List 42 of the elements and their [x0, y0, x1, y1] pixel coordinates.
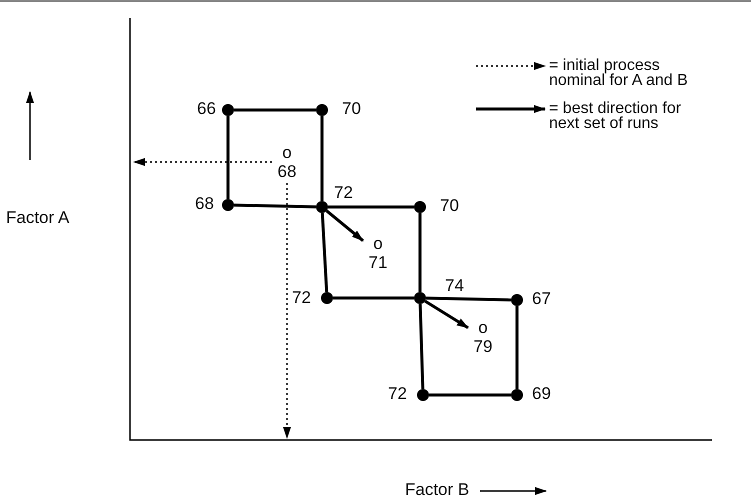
legend-text: = initial process nominal for A and B — [549, 58, 689, 88]
center-point-label: o 79 — [470, 318, 496, 356]
data-point — [511, 389, 523, 401]
legend-text: = best direction for next set of runs — [549, 101, 682, 131]
center-point-label: o 68 — [274, 143, 300, 181]
data-point — [414, 292, 426, 304]
value-label: 69 — [532, 384, 551, 404]
dotted-arrow — [283, 183, 291, 439]
connector-line — [226, 116, 230, 199]
value-label: 70 — [342, 99, 361, 119]
axis-label: Factor A — [6, 208, 70, 228]
value-label: 72 — [388, 384, 407, 404]
arrow — [424, 300, 469, 329]
value-label: 72 — [334, 183, 353, 203]
arrow — [326, 210, 364, 242]
connector-line — [320, 116, 324, 201]
value-label: 74 — [445, 276, 464, 296]
value-label: 67 — [532, 289, 551, 309]
data-point — [316, 201, 328, 213]
connector-line — [429, 394, 511, 396]
connector-line — [418, 304, 424, 390]
value-label: 66 — [197, 99, 216, 119]
connector-line — [328, 206, 414, 208]
axis-label: Factor B — [405, 480, 470, 500]
value-label: 68 — [195, 194, 214, 214]
connector-line — [426, 296, 512, 302]
data-point — [222, 104, 234, 116]
connector-line — [418, 213, 422, 292]
connector-line — [234, 108, 316, 112]
data-point — [321, 292, 333, 304]
data-point — [316, 104, 328, 116]
value-label: 72 — [292, 288, 311, 308]
connector-line — [333, 296, 414, 300]
center-point-label: o 71 — [365, 234, 391, 272]
data-point — [511, 294, 523, 306]
value-label: 70 — [440, 196, 459, 216]
data-point — [222, 199, 234, 211]
data-point — [414, 201, 426, 213]
data-point — [417, 389, 429, 401]
connector-line — [320, 212, 328, 292]
dotted-arrow — [133, 158, 272, 166]
connector-line — [234, 204, 316, 208]
